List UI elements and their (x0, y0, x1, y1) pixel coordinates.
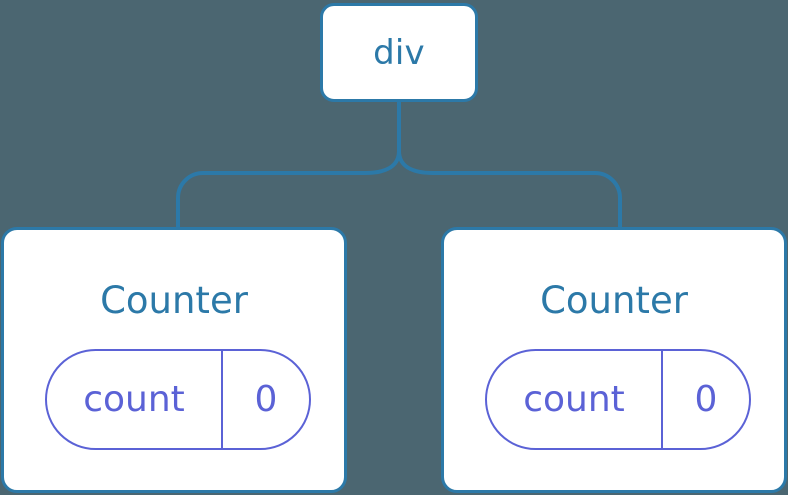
node-counter-right[interactable]: Counter count 0 (441, 227, 787, 493)
state-key-right: count (523, 378, 625, 420)
state-value-right: 0 (694, 378, 718, 420)
state-value-left: 0 (254, 378, 278, 420)
node-counter-left-label: Counter (100, 279, 248, 322)
node-div[interactable]: div (320, 3, 478, 102)
connector-elbow-right (594, 171, 622, 229)
state-pill-right[interactable]: count 0 (485, 349, 751, 450)
state-value-cell-left: 0 (223, 351, 309, 448)
node-counter-left[interactable]: Counter count 0 (1, 227, 347, 493)
state-key-cell-right: count (487, 351, 663, 448)
state-key-cell-left: count (47, 351, 223, 448)
state-value-cell-right: 0 (663, 351, 749, 448)
node-counter-right-label: Counter (540, 279, 688, 322)
state-key-left: count (83, 378, 185, 420)
node-div-label: div (373, 32, 425, 73)
connector-elbow-left (176, 171, 204, 229)
connector-branch-right (397, 150, 595, 175)
connector-branch-left (203, 150, 401, 175)
state-pill-left[interactable]: count 0 (45, 349, 311, 450)
